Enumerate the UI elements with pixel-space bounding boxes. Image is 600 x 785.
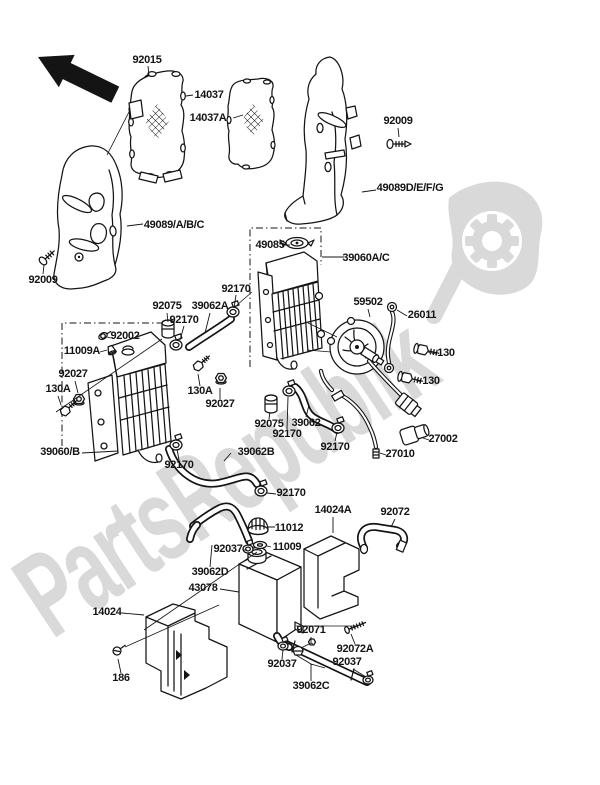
part-label-14037A: 14037A	[190, 112, 227, 124]
water-pump-59502	[326, 316, 385, 375]
cover-14024A	[303, 535, 360, 620]
screw-92072A	[344, 621, 367, 634]
part-label-11012: 11012	[275, 522, 304, 534]
reserve-tank-43078	[238, 546, 304, 651]
part-label-49085: 49085	[255, 239, 284, 251]
part-label-92037: 92037	[267, 658, 296, 670]
clamp-92170	[282, 379, 296, 397]
screen-mesh	[242, 104, 264, 136]
bolt-130A-right	[192, 355, 211, 372]
part-label-14037: 14037	[194, 89, 223, 101]
shroud-49089-defg	[284, 56, 362, 225]
damper-92075-right	[264, 394, 278, 414]
part-label-130: 130	[437, 347, 455, 359]
part-label-92015: 92015	[132, 54, 161, 66]
part-label-92037: 92037	[213, 543, 242, 555]
washer-11009	[252, 540, 268, 550]
temp-sensor-27010	[318, 368, 380, 459]
part-label-92027: 92027	[205, 398, 234, 410]
part-label-92072A: 92072A	[337, 643, 374, 655]
part-label-130A: 130A	[45, 383, 70, 395]
cover-14024	[145, 603, 228, 700]
tank-cap-11012	[247, 517, 269, 536]
part-label-11009: 11009	[273, 541, 302, 553]
part-label-39062: 39062	[291, 417, 320, 429]
leader-lines	[42, 65, 437, 681]
part-label-39060-B: 39060/B	[40, 446, 80, 458]
part-label-92002: 92002	[110, 330, 139, 342]
part-label-14024: 14024	[92, 606, 122, 618]
radiator-screen-14037A	[226, 77, 276, 170]
watermark-logo	[426, 181, 543, 324]
part-label-92075: 92075	[152, 300, 181, 312]
diagram-lineart	[38, 54, 440, 700]
pipe-26011	[383, 301, 398, 374]
part-label-39060A-C: 39060A/C	[342, 252, 389, 264]
part-label-59502: 59502	[353, 296, 382, 308]
shroud-49089-abc	[53, 145, 123, 290]
radiator-right-39060AC	[257, 236, 326, 370]
screw-92009-left	[38, 250, 55, 266]
clamp-92170	[169, 433, 183, 451]
nut-92027-right	[214, 372, 228, 385]
part-label-11009A: 11009A	[64, 345, 100, 357]
screw-186	[112, 644, 126, 656]
clamp-92170	[226, 300, 240, 318]
part-label-27002: 27002	[428, 433, 457, 445]
damper-92075-left	[161, 319, 175, 339]
bolt-130-lower	[397, 370, 424, 384]
part-label-92037: 92037	[332, 656, 361, 668]
part-label-92170: 92170	[320, 441, 349, 453]
part-label-39062D: 39062D	[192, 566, 229, 578]
direction-arrow-icon	[38, 54, 120, 103]
part-label-39062B: 39062B	[238, 446, 275, 458]
clamp-92170	[254, 479, 268, 497]
pump-wire	[366, 358, 422, 418]
part-label-92072: 92072	[380, 506, 409, 518]
part-label-92170: 92170	[164, 459, 193, 471]
part-label-92170: 92170	[221, 283, 250, 295]
part-label-39062A: 39062A	[192, 300, 229, 312]
part-labels: 92015 14037 14037A 92009 49089D/E/F/G 39060A/…	[28, 54, 458, 692]
hose-39062B	[165, 445, 261, 488]
radiator-left-39060B	[87, 331, 172, 464]
radiator-cap-49085	[279, 236, 315, 250]
part-label-92009: 92009	[383, 115, 412, 127]
part-label-92027: 92027	[58, 368, 87, 380]
part-label-43078: 43078	[188, 582, 217, 594]
cone-11009A	[107, 344, 117, 356]
part-label-130A: 130A	[187, 385, 212, 397]
hose-39062	[291, 383, 341, 434]
part-label-92071: 92071	[296, 624, 325, 636]
bolt-92002	[98, 330, 112, 341]
part-label-26011: 26011	[408, 309, 437, 321]
assembly-lines	[55, 109, 358, 648]
bracket-92072	[357, 522, 409, 555]
screen-mesh	[145, 104, 169, 140]
clamp-92037	[242, 539, 254, 554]
part-label-49089-A-B-C: 49089/A/B/C	[144, 219, 205, 231]
hose-39062A	[185, 315, 235, 351]
part-label-186: 186	[112, 672, 130, 684]
bolt-130-upper	[413, 342, 440, 356]
assembly-box-right	[249, 227, 322, 367]
boot-27002	[399, 424, 430, 446]
part-label-39062C: 39062C	[293, 680, 330, 692]
screw-92009-right	[386, 138, 412, 150]
part-label-14024A: 14024A	[315, 504, 352, 516]
part-label-92170: 92170	[169, 314, 198, 326]
part-label-92170: 92170	[276, 487, 305, 499]
clamp-92170	[331, 416, 345, 434]
part-label-130: 130	[422, 375, 440, 387]
part-label-92170: 92170	[272, 428, 301, 440]
part-label-27010: 27010	[385, 448, 414, 460]
radiator-screen-14037	[128, 70, 186, 184]
part-label-49089D-E-F-G: 49089D/E/F/G	[377, 182, 444, 194]
part-label-92009: 92009	[28, 274, 57, 286]
grommet-92071	[292, 645, 304, 656]
hose-39062D	[186, 502, 253, 545]
clamp-92037	[362, 670, 374, 685]
part-label-92075: 92075	[254, 418, 283, 430]
